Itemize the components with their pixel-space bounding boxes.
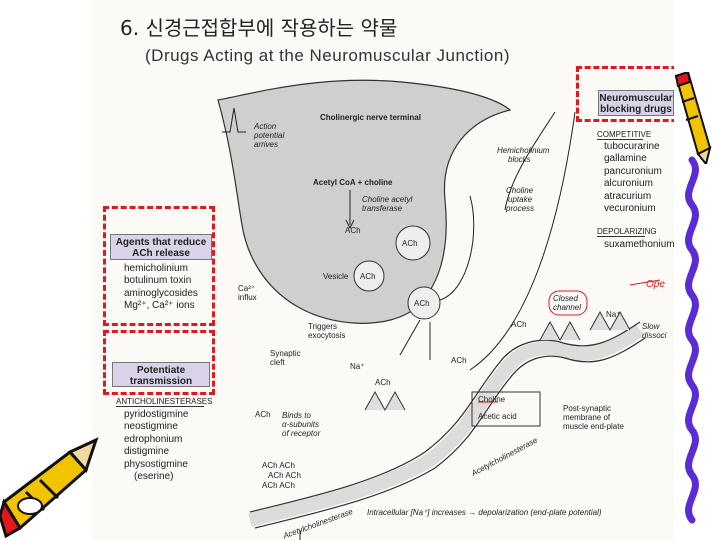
postsynaptic-membrane (248, 324, 644, 527)
nerve-terminal-shape (217, 79, 512, 324)
anticholinesterases-underline (116, 406, 204, 407)
closed-channel-bubble (548, 290, 588, 316)
competitive-underline (597, 139, 643, 140)
receptor-channel-1 (364, 390, 406, 412)
triggers-label-1: Triggers (308, 322, 338, 331)
ach-label-right: ACh (511, 320, 527, 329)
receptor-channel-2 (539, 320, 581, 342)
action-potential-label-3: arrives (254, 140, 279, 149)
choline-uptake-label-2: uptake (508, 195, 533, 204)
hemicholinium-blocks-label-1: Hemicholinium (497, 146, 550, 155)
list-item: botulinum toxin (124, 275, 192, 287)
ca-influx-label-1: Ca²⁺ (238, 284, 256, 293)
acetyl-coa-label: Acetyl CoA + choline (313, 178, 393, 187)
choline-uptake-arrow (439, 195, 475, 301)
choline-uptake-label-3: process (506, 204, 535, 213)
list-item: physostigmine (124, 458, 188, 470)
potentiate-transmission-list: pyridostigmine neostigmine edrophonium d… (124, 409, 188, 483)
ach-label-receptor: ACh (375, 378, 391, 387)
open-label: Ope (646, 279, 665, 290)
potentiate-transmission-box (103, 330, 215, 395)
slide-subtitle: (Drugs Acting at the Neuromuscular Junct… (145, 46, 510, 65)
list-item: vecuronium (604, 203, 656, 215)
vesicle (353, 260, 385, 292)
anticholinesterases-label: ANTICHOLINESTERASES (116, 397, 213, 406)
reduce-ach-release-box (103, 206, 215, 326)
list-item: alcuronium (604, 178, 653, 190)
list-item: hemicholinium (124, 263, 188, 274)
na-label-left: Na⁺ (350, 362, 365, 371)
hemicholinium-blocks-label-2: blocks (508, 155, 531, 164)
na-label-right: Na⁺ (606, 310, 621, 319)
binds-to-label-2: α-subunits (282, 420, 320, 429)
depolarizing-underline (597, 236, 645, 237)
list-item: suxamethonium (604, 239, 675, 250)
synaptic-cleft-label-1: Synaptic (270, 349, 301, 358)
pencil-icon (674, 72, 712, 164)
acetic-acid-label: Acetic acid (478, 412, 517, 421)
action-potential-label-1: Action (254, 122, 277, 131)
triggers-label-2: exocytosis (308, 331, 346, 340)
competitive-drugs-list: tubocurarine gallamine pancuronium alcur… (604, 141, 662, 215)
list-item: distigmine (124, 446, 170, 458)
list-item: pyridostigmine (124, 409, 189, 420)
vesicle-docking (407, 286, 441, 320)
list-item: neostigmine (124, 421, 178, 433)
breakdown-products-box (471, 391, 541, 427)
pencil-eraser-icon (0, 437, 99, 539)
list-item: pancuronium (604, 165, 662, 177)
postsynaptic-label-1: Post-synaptic (563, 404, 612, 413)
ach-label-docking: ACh (414, 299, 430, 308)
transferase-label-2: transferase (362, 204, 403, 213)
synaptic-cleft-label-2: cleft (270, 358, 285, 367)
slide-title: 6. 신경근접합부에 작용하는 약물 (120, 16, 398, 40)
vesicle-label: Vesicle (323, 272, 349, 281)
slow-dissoc-label-2: dissoci (642, 331, 667, 340)
ach-label-vesicle-upper: ACh (402, 239, 418, 248)
blocking-drugs-header: Neuromuscular blocking drugs (598, 90, 674, 116)
reduce-ach-release-list: hemicholinium botulinum toxin aminoglyco… (124, 263, 198, 313)
ach-label-cleft: ACh (451, 356, 467, 365)
postsynaptic-label-2: membrane of (563, 413, 611, 422)
choline-uptake-label-1: Choline (506, 186, 534, 195)
list-item: gallamine (604, 153, 647, 165)
list-item: (eserine) (134, 471, 174, 483)
ach-stack-3: ACh ACh (262, 481, 295, 490)
slow-dissoc-label-1: Slow (642, 322, 660, 331)
receptor-channel-3 (589, 310, 631, 332)
ach-stack-1: ACh ACh (262, 461, 295, 470)
ach-stack-2: ACh ACh (268, 471, 301, 480)
closed-channel-label-2: channel (553, 303, 582, 312)
transferase-label-1: Choline acetyl (362, 195, 413, 204)
ach-label-binding: ACh (255, 410, 271, 419)
choline-label: Choline (478, 395, 506, 404)
ca-influx-label-2: influx (238, 293, 257, 302)
depolarizing-drugs-list: suxamethonium (604, 239, 675, 251)
list-item: atracurium (604, 190, 652, 202)
binds-to-label-1: Binds to (282, 411, 311, 420)
depolarizing-label: DEPOLARIZING (597, 227, 657, 236)
nerve-terminal-label: Cholinergic nerve terminal (320, 113, 421, 122)
binds-to-label-3: of receptor (282, 429, 321, 438)
ach-label-vesicle: ACh (360, 272, 376, 281)
list-item: edrophonium (124, 433, 183, 445)
vesicle-upper (395, 225, 431, 261)
list-item: Mg²⁺, Ca²⁺ ions (124, 300, 195, 312)
closed-channel-label-1: Closed (553, 294, 578, 303)
intracellular-label: Intracellular [Na⁺] increases → depolari… (367, 508, 602, 517)
action-potential-spike (222, 107, 246, 133)
ach-label-synth: ACh (345, 226, 361, 235)
list-item: aminoglycosides (124, 287, 198, 299)
list-item: tubocurarine (604, 141, 660, 152)
postsynaptic-label-3: muscle end-plate (563, 422, 624, 431)
potentiate-transmission-header: Potentiate transmission (112, 362, 210, 387)
reduce-ach-release-header: Agents that reduce ACh release (110, 234, 212, 260)
competitive-label: COMPETITIVE (597, 130, 652, 139)
action-potential-label-2: potential (254, 131, 285, 140)
